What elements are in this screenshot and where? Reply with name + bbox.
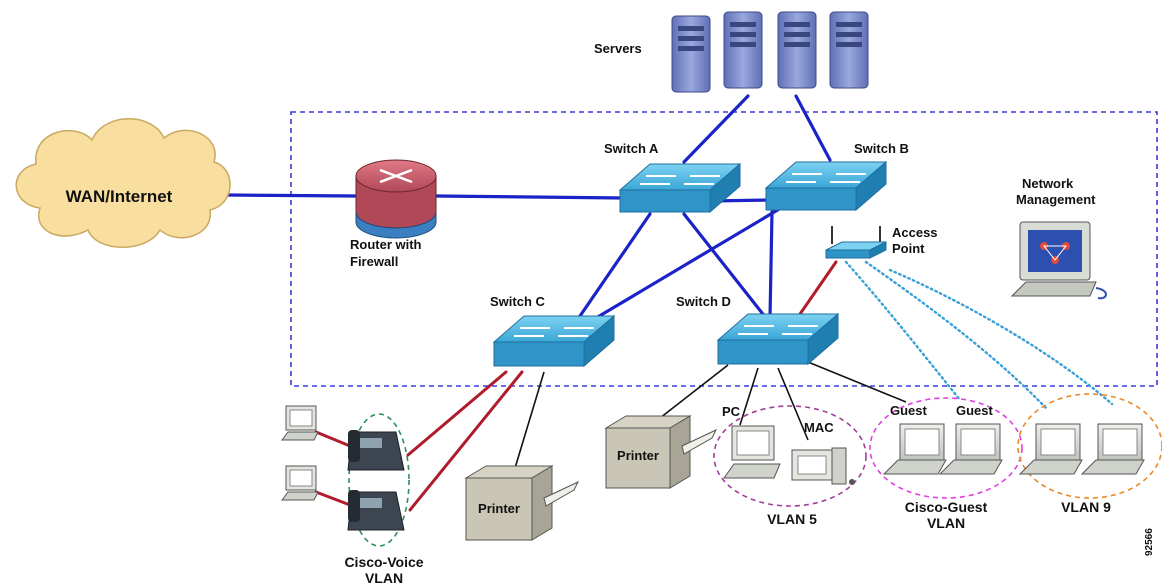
vlan5-ellipse — [713, 405, 867, 507]
wireless-laptop — [1018, 423, 1083, 475]
guest-label: Guest — [956, 403, 994, 418]
voice-vlan-group: Cisco-Voice VLAN — [281, 405, 424, 586]
netmgmt-label-line1: Network — [1022, 176, 1074, 191]
vlan9-group: VLAN 9 — [1017, 393, 1162, 515]
router-label-line2: Firewall — [350, 254, 398, 269]
switch-c-label: Switch C — [490, 294, 546, 309]
vlan5-group: PC MAC VLAN 5 — [713, 404, 867, 527]
server — [777, 11, 817, 89]
link-servers-switch-a — [682, 94, 750, 164]
switch-d: Switch D — [676, 294, 840, 366]
servers: Servers — [594, 11, 869, 93]
vlan9-label: VLAN 9 — [1061, 499, 1111, 515]
link-switch-a-switch-d — [682, 212, 768, 320]
wireless-ap-vlan9-a — [864, 260, 1048, 410]
link-pc-phone-bottom — [314, 490, 352, 507]
guest-laptop — [882, 423, 947, 475]
network-management-station: Network Management — [1010, 176, 1107, 300]
wireless-ap-vlan9-b — [888, 268, 1114, 406]
ip-phone-top — [347, 430, 405, 471]
wireless-ap-guest — [844, 260, 962, 402]
pc-voice-top — [281, 405, 319, 441]
voice-links — [314, 260, 838, 512]
wan-cloud: WAN/Internet — [15, 118, 231, 248]
guest-label: Guest — [890, 403, 928, 418]
switch-b-label: Switch B — [854, 141, 909, 156]
link-switch-d-pc — [739, 367, 759, 426]
link-switch-a-switch-c — [578, 212, 652, 318]
guest-vlan-label-line2: VLAN — [927, 515, 965, 531]
netmgmt-label-line2: Management — [1016, 192, 1096, 207]
printer-switch-d: Printer — [604, 415, 718, 489]
voice-vlan-label-line1: Cisco-Voice — [344, 554, 423, 570]
pc-workstation — [723, 425, 781, 479]
ip-phone-bottom — [347, 490, 405, 531]
mac-workstation — [791, 447, 855, 485]
server — [723, 11, 763, 89]
switch-a: Switch A — [604, 141, 742, 214]
switch-d-label: Switch D — [676, 294, 731, 309]
access-point-label-line1: Access — [892, 225, 938, 240]
link-servers-switch-b — [794, 94, 832, 162]
wireless-links — [844, 260, 1114, 410]
figure-id: 92566 — [1144, 528, 1155, 556]
guest-vlan-group: Guest Guest Cisco-Guest VLAN — [869, 397, 1023, 531]
printer-switch-c: Printer — [464, 465, 580, 541]
link-wan-router — [224, 193, 358, 198]
link-ap-switch-d — [798, 260, 838, 316]
access-links — [511, 361, 907, 479]
link-switch-d-mac — [777, 367, 809, 441]
link-switch-c-phone-bottom — [408, 370, 524, 512]
switch-c: Switch C — [490, 294, 616, 368]
pc-voice-bottom — [281, 465, 319, 501]
access-point: Access Point — [825, 225, 938, 259]
link-switch-d-printer — [659, 364, 729, 419]
link-switch-b-switch-c — [594, 203, 788, 320]
vlan5-label: VLAN 5 — [767, 511, 817, 527]
server — [829, 11, 869, 89]
guest-vlan-label-line1: Cisco-Guest — [905, 499, 988, 515]
printer-label: Printer — [617, 448, 659, 463]
voice-vlan-ellipse — [348, 413, 410, 547]
trunk-links — [224, 94, 832, 320]
servers-label: Servers — [594, 41, 642, 56]
router-label-line1: Router with — [350, 237, 422, 252]
network-enclosure — [290, 111, 1158, 387]
link-switch-c-printer — [511, 371, 545, 479]
link-pc-phone-top — [314, 430, 352, 448]
mac-label: MAC — [804, 420, 834, 435]
link-router-switch-a — [434, 194, 626, 200]
pc-label: PC — [722, 404, 741, 419]
link-switch-c-phone-top — [406, 370, 508, 457]
guest-vlan-ellipse — [869, 397, 1023, 499]
router: Router with Firewall — [350, 159, 437, 269]
wan-cloud-label: WAN/Internet — [66, 187, 173, 206]
switch-b: Switch B — [764, 141, 909, 212]
server — [671, 15, 711, 93]
access-point-label-line2: Point — [892, 241, 925, 256]
link-switch-b-switch-d — [768, 210, 774, 320]
link-switch-d-guest — [807, 361, 907, 403]
printer-label: Printer — [478, 501, 520, 516]
guest-laptop — [938, 423, 1003, 475]
voice-vlan-label-line2: VLAN — [365, 570, 403, 586]
wireless-laptop — [1080, 423, 1145, 475]
switch-a-label: Switch A — [604, 141, 659, 156]
